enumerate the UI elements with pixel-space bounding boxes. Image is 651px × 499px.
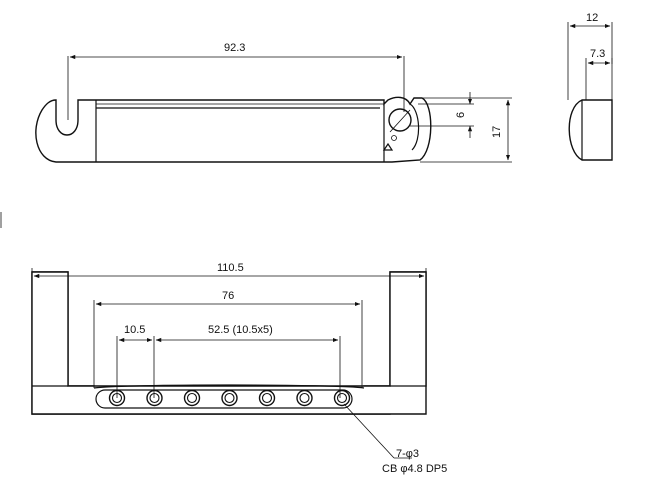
dim-first-pitch: 10.5 xyxy=(124,324,145,336)
front-view-body xyxy=(35,96,432,163)
hole-inner xyxy=(224,392,235,404)
side-view-body xyxy=(568,99,613,161)
hole-outer xyxy=(296,389,313,407)
front-view: 92.3 6 17 xyxy=(35,42,512,163)
note-leader xyxy=(343,403,395,459)
hole-inner xyxy=(149,392,160,404)
hole-note-line2: CB φ4.8 DP5 xyxy=(382,463,447,475)
hole-outer xyxy=(221,389,238,407)
dim-total-length: 110.5 xyxy=(217,262,244,274)
hole-note-line1: 7-φ3 xyxy=(396,448,419,460)
dim-overall-height: 17 xyxy=(491,126,503,138)
hole-inner xyxy=(299,392,310,404)
dim-slot-height: 6 xyxy=(455,112,467,118)
dim-hole-span: 76 xyxy=(222,290,234,302)
hole-outer xyxy=(183,389,201,407)
hole-outer xyxy=(333,389,351,407)
side-view: 12 7.3 xyxy=(567,12,613,161)
hole-inner xyxy=(336,392,348,404)
hole-inner xyxy=(186,392,198,404)
dim-side-width: 12 xyxy=(586,12,598,24)
hole-outer xyxy=(258,389,276,407)
plan-view: 110.5 76 10.5 52.5 (10.5x5) 7-φ3 CB φ4.8… xyxy=(31,262,447,475)
hole-inner xyxy=(261,392,273,404)
dim-pitch-span: 52.5 (10.5x5) xyxy=(208,324,273,336)
dim-top-length: 92.3 xyxy=(224,42,245,54)
hole-group xyxy=(108,389,351,407)
dim-side-inner: 7.3 xyxy=(590,48,605,60)
hole-slot xyxy=(95,389,353,409)
hole-outer xyxy=(146,389,163,407)
